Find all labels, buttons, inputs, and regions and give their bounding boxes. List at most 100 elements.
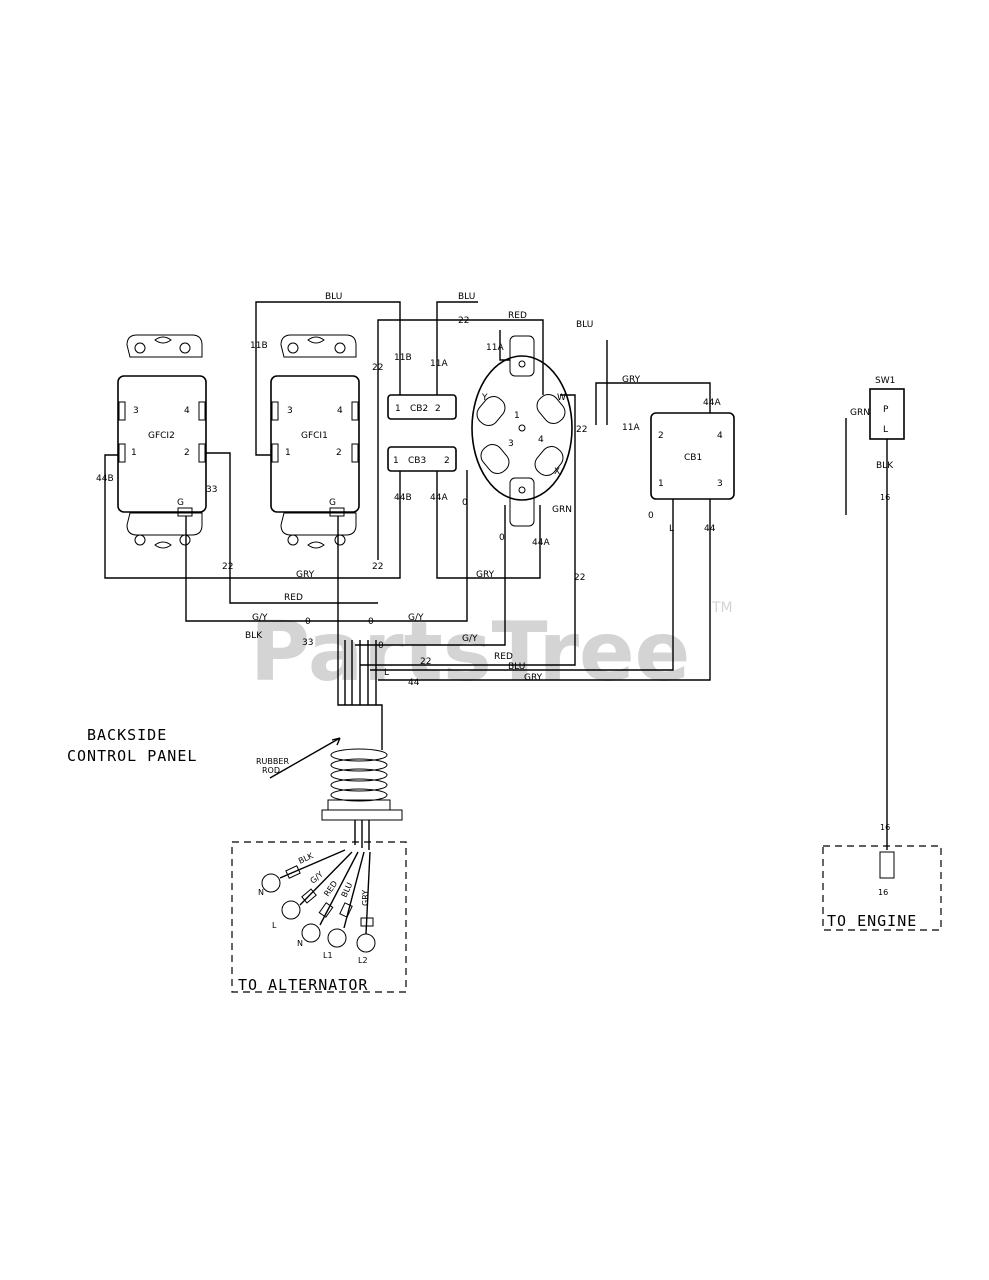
label-22-far-right: 22 — [574, 573, 585, 583]
wire-11b-to-gfci1 — [255, 340, 271, 456]
cb2-term-2: 2 — [435, 404, 441, 414]
rubber-rod-arrow — [269, 737, 341, 779]
cb1-label: CB1 — [684, 453, 702, 463]
label-16-engine: 16 — [880, 823, 890, 832]
gfci2-term-3: 3 — [133, 406, 139, 416]
twistlock-term-3: 3 — [508, 439, 514, 449]
wire-0-bottom — [355, 505, 506, 646]
cb3-term-2: 2 — [444, 456, 450, 466]
label-blk-mid: BLK — [245, 631, 263, 641]
cb3-label: CB3 — [408, 456, 426, 466]
gfci2-term-4: 4 — [184, 406, 190, 416]
cb2-term-1: 1 — [395, 404, 401, 414]
wire-44b-gry — [104, 454, 401, 579]
label-0-left: 0 — [305, 617, 311, 627]
label-22-right: 22 — [576, 425, 587, 435]
label-blk-sw: BLK — [876, 461, 894, 471]
label-l-bundle: L — [384, 668, 389, 678]
cb3-term-1: 1 — [393, 456, 399, 466]
gfci1-term-3: 3 — [287, 406, 293, 416]
label-gry-bottom-right: GRY — [476, 570, 495, 580]
label-gy-left: G/Y — [252, 613, 268, 623]
rubber-label-line2: ROD — [262, 766, 280, 775]
cb3-breaker — [387, 446, 457, 472]
label-gy-mid: G/Y — [408, 613, 424, 623]
wire-cb1-gry — [378, 499, 711, 681]
label-0-bundle: 0 — [378, 641, 384, 651]
gfci2-label: GFCI2 — [148, 431, 175, 441]
wire-gy-ground — [185, 470, 468, 622]
label-11b-left: 11B — [250, 341, 268, 351]
backside-label-line1: BACKSIDE — [87, 726, 167, 744]
label-0-twist: 0 — [462, 498, 468, 508]
label-0-mid: 0 — [368, 617, 374, 627]
to-engine-label: TO ENGINE — [827, 912, 917, 930]
label-0-cb1: 0 — [648, 511, 654, 521]
label-44a-under: 44A — [532, 538, 550, 548]
label-0-under: 0 — [499, 533, 505, 543]
engine-connector — [879, 851, 895, 879]
wire-33-red — [206, 452, 378, 604]
cb1-term-3: 3 — [717, 479, 723, 489]
cb2-label: CB2 — [410, 404, 428, 414]
twist-lock-receptacle — [471, 335, 573, 527]
sw1-term-p: P — [883, 405, 889, 415]
label-blu-top-left: BLU — [325, 292, 342, 302]
gfci2-term-1: 1 — [131, 448, 137, 458]
wire-44a-gry — [436, 471, 541, 579]
label-gy-right: G/Y — [462, 634, 478, 644]
wire-22-right — [360, 394, 576, 666]
gfci1-term-1: 1 — [285, 448, 291, 458]
label-blu-right: BLU — [576, 320, 593, 330]
label-grn-twist: GRN — [552, 505, 572, 515]
lead-l2: L2 — [358, 956, 368, 965]
gfci1-label: GFCI1 — [301, 431, 328, 441]
lead-color-red: RED — [322, 879, 339, 898]
label-44b-cb3: 44B — [394, 493, 412, 503]
twistlock-term-w: W — [557, 393, 566, 403]
alternator-leads — [261, 849, 376, 953]
label-44-bundle: 44 — [408, 678, 420, 688]
cb1-term-2: 2 — [658, 431, 664, 441]
wire-11a-blu — [436, 301, 478, 395]
twistlock-term-x: X — [554, 467, 560, 477]
twistlock-term-1: 1 — [514, 411, 520, 421]
label-22-bottom-left: 22 — [222, 562, 233, 572]
label-red-mid: RED — [284, 593, 303, 603]
gfci2-term-2: 2 — [184, 448, 190, 458]
label-44a-cb1: 44A — [703, 398, 721, 408]
sw1-label: SW1 — [875, 376, 895, 386]
cb1-term-4: 4 — [717, 431, 723, 441]
label-44a-cb3: 44A — [430, 493, 448, 503]
label-grn-sw: GRN — [850, 408, 870, 418]
lead-l-lower: L — [272, 921, 277, 930]
gfci1-term-4: 4 — [337, 406, 343, 416]
label-22-top: 22 — [458, 316, 469, 326]
label-22-bundle: 22 — [420, 657, 431, 667]
label-red-bundle: RED — [494, 652, 513, 662]
label-33-mid: 33 — [302, 638, 313, 648]
lead-l1: L1 — [323, 951, 333, 960]
label-gry-bottom: GRY — [296, 570, 315, 580]
gfci1-term-2: 2 — [336, 448, 342, 458]
sw1-term-l: L — [883, 425, 888, 435]
watermark-text: PartsTree — [250, 605, 690, 700]
sw1-switch — [869, 388, 905, 440]
rubber-rod-coil — [321, 748, 403, 850]
label-red-top: RED — [508, 311, 527, 321]
wire-gry-cb1 — [595, 382, 711, 425]
watermark-tm: TM — [711, 600, 733, 616]
label-11b-cb2: 11B — [394, 353, 412, 363]
label-gry-cb1: GRY — [622, 375, 641, 385]
gfci1-term-g: G — [329, 498, 336, 508]
wire-11a-twist — [499, 330, 510, 361]
wire-bundle — [344, 640, 377, 705]
lead-color-gry: GRY — [361, 890, 370, 906]
label-11a-right: 11A — [622, 423, 640, 433]
label-11a-twist: 11A — [486, 343, 504, 353]
cb1-breaker — [650, 412, 735, 500]
label-blu-top-right: BLU — [458, 292, 475, 302]
wire-cb1-blu — [370, 499, 674, 671]
